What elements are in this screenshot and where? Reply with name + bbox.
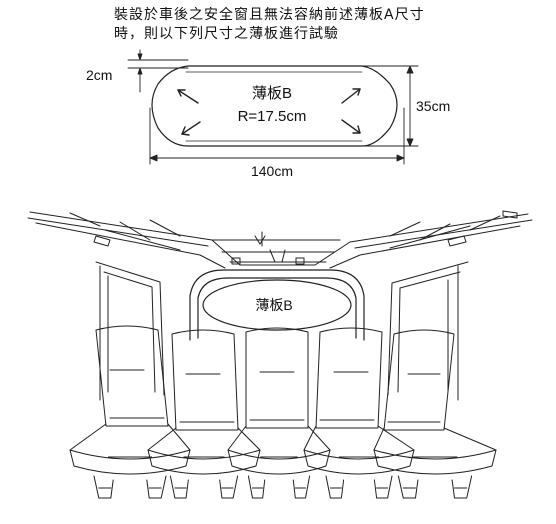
caption-line-1: 裝設於車後之安全窗且無法容納前述薄板A尺寸 bbox=[114, 7, 425, 23]
corner-arrows bbox=[177, 88, 361, 136]
caption-line-2: 時，則以下列尺寸之薄板進行試驗 bbox=[114, 26, 339, 42]
vehicle-interior: 薄板B bbox=[27, 210, 533, 499]
rear-window-frame bbox=[189, 269, 365, 341]
side-walls bbox=[95, 261, 469, 401]
ceiling bbox=[27, 210, 533, 269]
dimension-140cm bbox=[149, 107, 405, 165]
seat bbox=[303, 327, 415, 499]
seat bbox=[147, 329, 261, 499]
seat-cushion bbox=[227, 425, 331, 460]
rear-window: 薄板B bbox=[189, 269, 365, 341]
seat-cushion bbox=[303, 425, 415, 460]
seat-cushion-front bbox=[227, 449, 331, 475]
dimension-35cm bbox=[359, 65, 419, 147]
seat-backrest bbox=[95, 325, 169, 427]
seat-cushion bbox=[69, 423, 191, 460]
seat-backrest bbox=[383, 329, 455, 431]
seat-mount bbox=[247, 475, 311, 499]
seat-backrest bbox=[171, 329, 239, 431]
board-b-in-window bbox=[202, 279, 352, 331]
seat bbox=[373, 329, 497, 499]
dimension-35cm-label: 35cm bbox=[416, 98, 450, 114]
seat-cushion-front bbox=[373, 449, 497, 475]
seat-mount bbox=[397, 475, 473, 499]
caption: 裝設於車後之安全窗且無法容納前述薄板A尺寸 時，則以下列尺寸之薄板進行試驗 bbox=[114, 6, 534, 44]
dimension-140cm-label: 140cm bbox=[251, 163, 293, 179]
window-board-label: 薄板B bbox=[255, 297, 292, 313]
dimension-2cm bbox=[127, 49, 189, 93]
seat-mount bbox=[93, 475, 167, 499]
board-b-outline bbox=[151, 65, 398, 147]
seat-cushion bbox=[373, 427, 497, 460]
seat-cushion-front bbox=[69, 449, 191, 475]
seat-backrest bbox=[315, 327, 383, 429]
board-b-inner-edge bbox=[185, 71, 363, 142]
seat-mount bbox=[325, 475, 393, 499]
dimension-2cm-label: 2cm bbox=[86, 67, 112, 83]
board-b-name: 薄板B bbox=[252, 84, 292, 102]
seat bbox=[227, 327, 331, 499]
seat-cushion bbox=[147, 427, 261, 460]
seat-cushion-front bbox=[303, 449, 415, 475]
seat-cushion-front bbox=[147, 449, 261, 475]
seat bbox=[69, 325, 191, 499]
seat-backrest bbox=[245, 327, 309, 429]
board-b-radius: R=17.5cm bbox=[238, 108, 307, 125]
seat-row bbox=[69, 325, 497, 499]
board-diagram: 薄板B R=17.5cm 2cm 35cm 140cm bbox=[86, 49, 450, 179]
seat-mount bbox=[169, 475, 239, 499]
